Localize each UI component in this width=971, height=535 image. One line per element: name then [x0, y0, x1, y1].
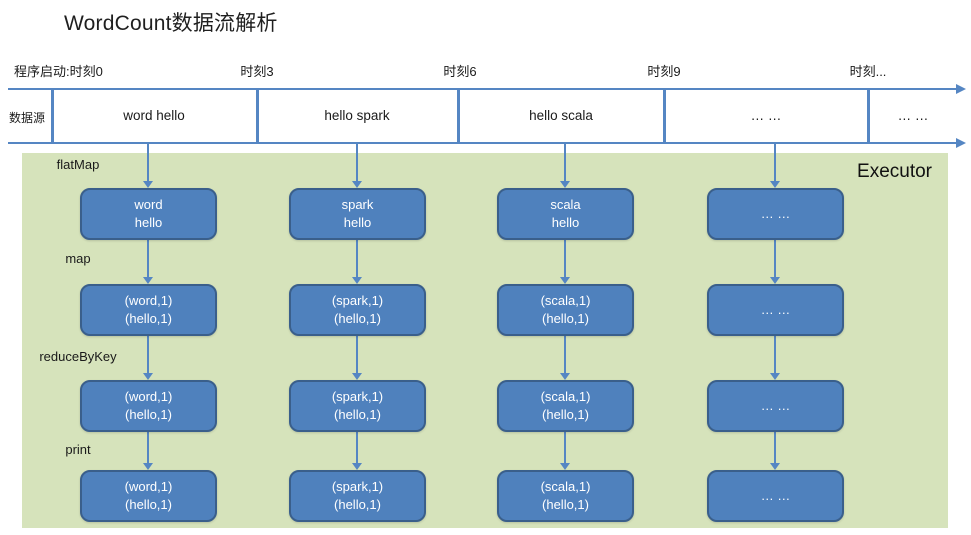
flow-arrow — [143, 144, 153, 188]
flow-arrow — [352, 432, 362, 470]
time-label-6: 时刻6 — [443, 64, 477, 79]
node-line2: (hello,1) — [334, 311, 381, 326]
data-source-segment: word hello — [123, 108, 185, 123]
timeline-tick — [663, 88, 666, 144]
data-source-label: 数据源 — [8, 111, 45, 125]
flow-arrow — [560, 432, 570, 470]
node-line2: (hello,1) — [542, 311, 589, 326]
data-source-segment: … … — [750, 108, 782, 123]
operation-label-map: map — [65, 251, 91, 266]
flow-arrow — [770, 336, 780, 380]
node-line1: (scala,1) — [540, 479, 591, 494]
time-label-9: 时刻9 — [647, 64, 681, 79]
rdd-node: (spark,1) (hello,1) — [289, 470, 426, 522]
time-label-start: 程序启动:时刻0 — [14, 64, 103, 79]
timeline-tick — [867, 88, 870, 144]
node-line2: (hello,1) — [125, 407, 172, 422]
flow-arrow — [770, 432, 780, 470]
rdd-node: (word,1) (hello,1) — [80, 470, 217, 522]
node-line1: (spark,1) — [331, 293, 384, 308]
node-line1: (scala,1) — [540, 293, 591, 308]
flow-arrow — [143, 432, 153, 470]
node-line2: (hello,1) — [334, 497, 381, 512]
rdd-node: … … — [707, 284, 844, 336]
rdd-node: spark hello — [289, 188, 426, 240]
node-line1: (spark,1) — [331, 479, 384, 494]
rdd-node: … … — [707, 188, 844, 240]
node-line2: (hello,1) — [334, 407, 381, 422]
data-source-segment: hello spark — [324, 108, 390, 123]
node-line1: (spark,1) — [331, 389, 384, 404]
rdd-node: scala hello — [497, 188, 634, 240]
node-line1: (word,1) — [124, 479, 173, 494]
rdd-node: … … — [707, 380, 844, 432]
node-line2: (hello,1) — [542, 407, 589, 422]
rdd-node: word hello — [80, 188, 217, 240]
operation-label-reducebykey: reduceByKey — [39, 349, 117, 364]
node-line1: word — [134, 197, 163, 212]
flow-arrow — [143, 240, 153, 284]
node-line1: spark — [341, 197, 374, 212]
operation-label-flatmap: flatMap — [56, 157, 100, 172]
node-line1: … … — [760, 398, 791, 413]
node-line2: hello — [343, 215, 372, 230]
timeline-tick — [256, 88, 259, 144]
flow-arrow — [143, 336, 153, 380]
rdd-node: … … — [707, 470, 844, 522]
time-label-more: 时刻... — [849, 64, 887, 79]
node-line1: … … — [760, 488, 791, 503]
data-source-segment: hello scala — [529, 108, 593, 123]
node-line2: (hello,1) — [125, 311, 172, 326]
flow-arrow — [770, 144, 780, 188]
rdd-node: (spark,1) (hello,1) — [289, 380, 426, 432]
node-line2: (hello,1) — [542, 497, 589, 512]
node-line2: hello — [551, 215, 580, 230]
flow-arrow — [352, 336, 362, 380]
flow-arrow — [352, 240, 362, 284]
rdd-node: (word,1) (hello,1) — [80, 284, 217, 336]
executor-label: Executor — [857, 161, 932, 182]
flow-arrow — [560, 240, 570, 284]
timeline-tick — [51, 88, 54, 144]
flow-arrow — [352, 144, 362, 188]
node-line1: (scala,1) — [540, 389, 591, 404]
time-label-3: 时刻3 — [240, 64, 274, 79]
rdd-node: (scala,1) (hello,1) — [497, 284, 634, 336]
data-source-segment: … … — [897, 108, 929, 123]
rdd-node: (scala,1) (hello,1) — [497, 470, 634, 522]
node-line1: … … — [760, 302, 791, 317]
timeline-bottom-axis-arrow — [8, 138, 966, 148]
node-line1: (word,1) — [124, 293, 173, 308]
node-line1: (word,1) — [124, 389, 173, 404]
node-line1: scala — [550, 197, 581, 212]
flow-arrow — [770, 240, 780, 284]
rdd-node: (scala,1) (hello,1) — [497, 380, 634, 432]
flow-arrow — [560, 336, 570, 380]
node-line2: (hello,1) — [125, 497, 172, 512]
rdd-node: (spark,1) (hello,1) — [289, 284, 426, 336]
rdd-node: (word,1) (hello,1) — [80, 380, 217, 432]
node-line1: … … — [760, 206, 791, 221]
page-title: WordCount数据流解析 — [64, 12, 278, 35]
timeline-top-axis-arrow — [8, 84, 966, 94]
flow-arrow — [560, 144, 570, 188]
operation-label-print: print — [65, 442, 91, 457]
node-line2: hello — [134, 215, 163, 230]
timeline-tick — [457, 88, 460, 144]
